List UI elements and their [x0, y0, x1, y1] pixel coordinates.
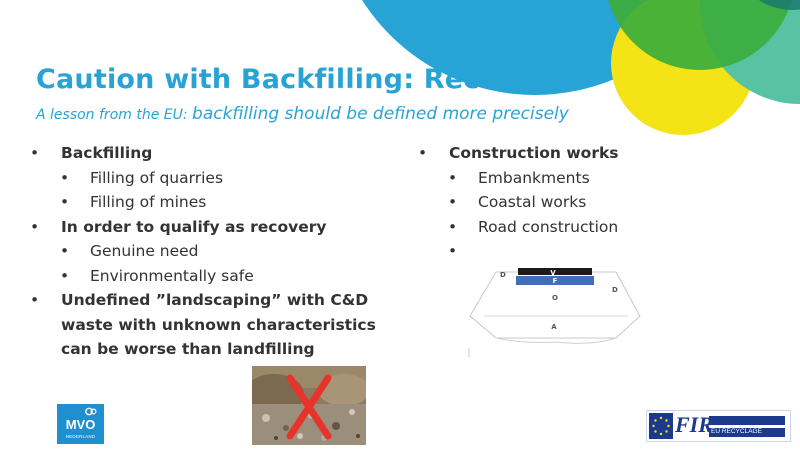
subtitle-prefix: A lesson from the EU:: [36, 107, 193, 123]
bullet-text: Construction works: [449, 144, 619, 162]
slide-title: Caution with Backfilling: Recovery?: [36, 64, 582, 95]
slide-subtitle: A lesson from the EU: backfilling should…: [36, 104, 569, 124]
list-item: • Construction works: [418, 141, 658, 166]
bullet-dot: •: [418, 144, 428, 162]
bullet-text: Undefined ”landscaping” with C&D waste w…: [61, 291, 376, 358]
top-layer-dark: [518, 268, 592, 275]
embankment-base: [495, 337, 617, 344]
list-item: • Genuine need: [30, 239, 390, 264]
fir-logo-bar: [709, 428, 785, 437]
fir-logo-bar: [709, 416, 785, 425]
list-item: • Coastal works: [418, 190, 658, 215]
bullet-text: In order to qualify as recovery: [61, 217, 327, 236]
bullet-dot: •: [60, 168, 70, 187]
road-cross-section-diagram: V F O A D D: [468, 268, 641, 357]
eu-flag-icon: [649, 413, 673, 439]
list-item: • Filling of quarries: [30, 166, 390, 191]
bullet-text: Genuine need: [90, 242, 199, 260]
list-item: • Environmentally safe: [30, 264, 390, 289]
bullet-dot: •: [30, 144, 40, 162]
bullet-dot: •: [60, 242, 70, 260]
list-item: • Filling of mines: [30, 190, 390, 215]
right-bullet-list: • Construction works • Embankments • Coasta…: [418, 141, 658, 260]
list-item: • In order to qualify as recovery: [30, 215, 390, 240]
fir-logo-subtext: EU RECYCLAGE: [711, 428, 762, 435]
bullet-dot: •: [448, 193, 458, 211]
mvo-logo-mark-icon: [85, 407, 97, 416]
list-item: • Backfilling: [30, 141, 390, 166]
subtitle-main: backfilling should be defined more preci…: [192, 104, 569, 124]
bullet-text: Road construction: [478, 217, 619, 236]
mvo-logo-text: MVO: [65, 417, 96, 432]
bullet-dot: •: [448, 217, 458, 236]
bullet-text: Environmentally safe: [90, 266, 254, 285]
bullet-dot: •: [448, 168, 458, 187]
bullet-text: Filling of quarries: [90, 168, 224, 187]
bullet-dot: •: [30, 217, 40, 236]
bullet-dot: •: [30, 291, 40, 309]
bullet-text: Filling of mines: [90, 193, 207, 211]
left-bullet-list: • Backfilling • Filling of quarries • Filli…: [30, 141, 390, 362]
label-f: F: [553, 277, 558, 285]
fir-logo: FIR EU RECYCLAGE: [646, 410, 791, 442]
label-v: V: [550, 269, 556, 277]
label-d-left: D: [500, 271, 506, 279]
label-d-right: D: [612, 286, 618, 294]
bullet-dot: •: [60, 193, 70, 211]
waste-photo: [252, 366, 366, 445]
mvo-logo-subtext: NEDERLAND: [65, 434, 96, 439]
label-o: O: [552, 294, 558, 302]
list-item: • Undefined ”landscaping” with C&D waste …: [30, 288, 390, 362]
list-item: • Road construction: [418, 215, 658, 240]
bullet-text: Coastal works: [478, 193, 587, 211]
bullet-text: Backfilling: [61, 144, 153, 162]
list-item: • Embankments: [418, 166, 658, 191]
bullet-dot: •: [60, 266, 70, 285]
label-a: A: [551, 323, 557, 331]
bullet-text: Embankments: [478, 168, 590, 187]
mvo-logo: MVO NEDERLAND: [57, 404, 104, 444]
bullet-dot: •: [448, 242, 458, 260]
fir-logo-text: FIR: [675, 412, 713, 437]
x-mark-icon: [286, 374, 332, 440]
blue-layer: [516, 276, 594, 285]
